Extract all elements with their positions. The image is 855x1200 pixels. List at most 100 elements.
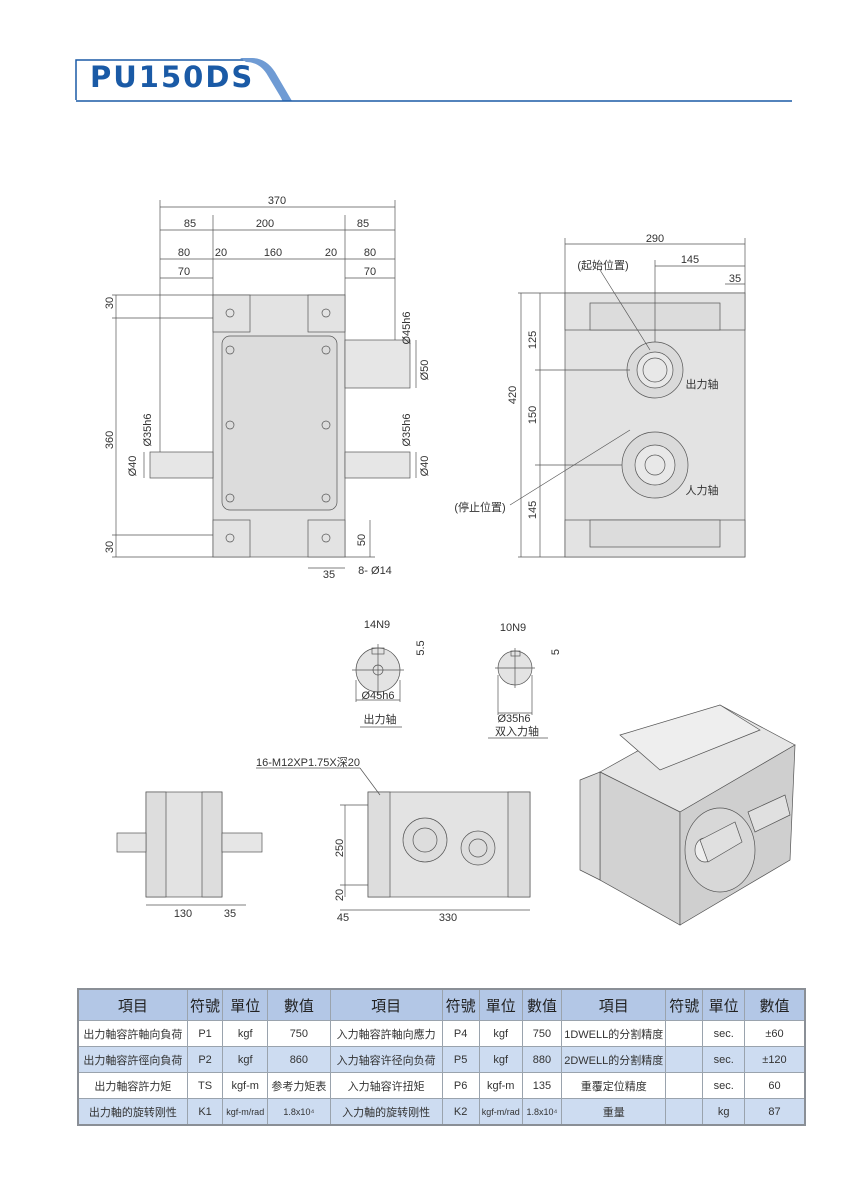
isometric-view: [579, 704, 796, 926]
table-cell: 入力軸的旋转刚性: [329, 1098, 443, 1126]
dim-20-left: 20: [215, 247, 227, 259]
table-cell: 87: [743, 1098, 806, 1126]
dim-150: 150: [527, 406, 539, 424]
table-cell: kgf: [222, 1046, 269, 1073]
column-header: 單位: [478, 988, 523, 1021]
table-cell: kg: [702, 1098, 745, 1126]
technical-drawings: 370 85 200 85 80 20 160 20 80 70 70 30 3…: [104, 195, 796, 926]
output-shaft-diameter: Ø45h6: [361, 690, 394, 702]
column-header: 單位: [222, 988, 269, 1021]
table-cell: 出力軸容許力矩: [77, 1072, 188, 1099]
table-cell: kgf-m/rad: [222, 1098, 269, 1126]
dim-85-right: 85: [357, 218, 369, 230]
table-cell: sec.: [702, 1072, 745, 1099]
tap-hole-label: 16-M12XP1.75X深20: [256, 756, 360, 769]
table-cell: kgf-m: [222, 1072, 269, 1099]
dim-d40-right: Ø40: [419, 456, 431, 477]
input-shaft-diameter: Ø35h6: [497, 713, 530, 725]
column-header: 符號: [665, 988, 704, 1021]
input-shaft-label: 人力轴: [686, 483, 719, 497]
dim-35: 35: [323, 569, 335, 581]
bottom-view-left: [116, 791, 263, 906]
input-shaft-section-label: 双入力轴: [495, 724, 539, 738]
dim-70-left: 70: [178, 266, 190, 278]
column-header: 符號: [186, 988, 224, 1021]
stop-position-label: (停止位置): [454, 500, 505, 514]
table-cell: kgf: [478, 1020, 523, 1047]
dim-250: 250: [334, 839, 346, 857]
dim-145-w: 145: [681, 254, 699, 266]
dim-35-side: 35: [729, 273, 741, 285]
table-cell: 880: [521, 1046, 563, 1073]
table-cell: kgf: [478, 1046, 523, 1073]
table-cell: 1.8x10⁴: [521, 1098, 563, 1126]
column-header: 單位: [702, 988, 745, 1021]
dim-360: 360: [104, 431, 116, 449]
table-cell: P1: [186, 1020, 224, 1047]
dim-50: 50: [356, 534, 368, 546]
table-cell: 135: [521, 1072, 563, 1099]
bottom-view-middle: [256, 767, 531, 911]
table-cell: P4: [441, 1020, 480, 1047]
dim-20-bottom: 20: [334, 889, 346, 901]
dim-d50: Ø50: [419, 360, 431, 381]
start-position-label: (起始位置): [577, 258, 628, 272]
column-header: 數值: [521, 988, 563, 1021]
output-key-depth: 5.5: [415, 640, 427, 655]
column-header: 項目: [561, 988, 667, 1021]
dim-85-left: 85: [184, 218, 196, 230]
dim-330: 330: [439, 912, 457, 924]
dim-160: 160: [264, 247, 282, 259]
table-cell: K1: [186, 1098, 224, 1126]
table-cell: TS: [186, 1072, 224, 1099]
input-key-width: 10N9: [500, 622, 526, 634]
dim-d45h6: Ø45h6: [401, 311, 413, 344]
dim-125: 125: [527, 331, 539, 349]
table-cell: 750: [521, 1020, 563, 1047]
column-header: 數值: [267, 988, 331, 1021]
dim-d35h6-left: Ø35h6: [142, 413, 154, 446]
table-cell: K2: [441, 1098, 480, 1126]
table-cell: 入力轴容许径向负荷: [329, 1046, 443, 1073]
page-title: PU150DS: [90, 60, 255, 94]
table-cell: 参考力矩表: [267, 1072, 331, 1099]
table-cell: 2DWELL的分割精度: [561, 1046, 667, 1073]
table-cell: kgf-m: [478, 1072, 523, 1099]
table-cell: ±120: [743, 1046, 806, 1073]
table-cell: [665, 1020, 704, 1047]
table-cell: ±60: [743, 1020, 806, 1047]
table-cell: 重量: [561, 1098, 667, 1126]
table-cell: 出力軸容許軸向負荷: [77, 1020, 188, 1047]
table-cell: 1.8x10⁴: [267, 1098, 331, 1126]
table-cell: 重覆定位精度: [561, 1072, 667, 1099]
dim-d35h6-right: Ø35h6: [401, 413, 413, 446]
shaft-sections: [352, 644, 548, 739]
table-cell: [665, 1072, 704, 1099]
table-cell: P6: [441, 1072, 480, 1099]
dim-20-right: 20: [325, 247, 337, 259]
dim-80-right: 80: [364, 247, 376, 259]
table-cell: kgf-m/rad: [478, 1098, 523, 1126]
input-key-depth: 5: [550, 649, 562, 655]
column-header: 符號: [441, 988, 480, 1021]
table-cell: 1DWELL的分割精度: [561, 1020, 667, 1047]
dim-200: 200: [256, 218, 274, 230]
column-header: 項目: [77, 988, 188, 1021]
table-cell: 入力軸容許軸向應力: [329, 1020, 443, 1047]
dim-30-top: 30: [104, 297, 116, 309]
front-view: [112, 200, 417, 569]
column-header: 數值: [743, 988, 806, 1021]
dim-35-bottom: 35: [224, 908, 236, 920]
dim-290: 290: [646, 233, 664, 245]
table-cell: P2: [186, 1046, 224, 1073]
table-cell: 60: [743, 1072, 806, 1099]
dim-d40-left: Ø40: [127, 456, 139, 477]
output-shaft-section-label: 出力轴: [364, 712, 397, 726]
dim-30-bottom: 30: [104, 541, 116, 553]
table-cell: sec.: [702, 1020, 745, 1047]
